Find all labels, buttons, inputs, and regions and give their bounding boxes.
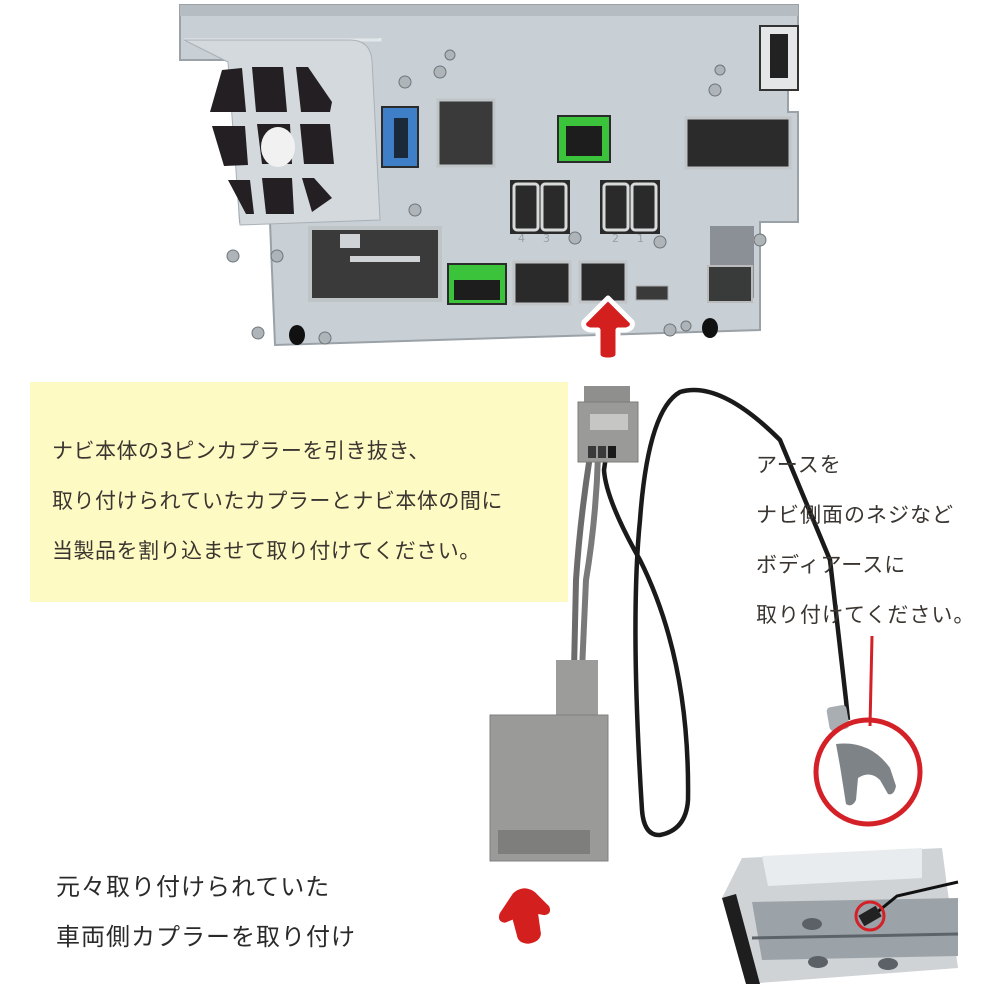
port-number-2: 2 xyxy=(612,232,637,245)
instruction-line-2: 取り付けられていたカプラーとナビ本体の間に xyxy=(52,489,503,513)
instruction-text: ナビ本体の3ピンカプラーを引き抜き、 取り付けられていたカプラーとナビ本体の間に… xyxy=(52,426,503,576)
port-numbers-label: 43 xyxy=(518,232,568,245)
navi-unit-rear-photo xyxy=(170,0,810,350)
port-number-1: 1 xyxy=(637,232,662,245)
ground-line-1: アースを xyxy=(756,453,842,477)
ground-line-3: ボディアースに xyxy=(756,553,907,577)
vehicle-line-2: 車両側カプラーを取り付け xyxy=(56,923,356,951)
instruction-box: ナビ本体の3ピンカプラーを引き抜き、 取り付けられていたカプラーとナビ本体の間に… xyxy=(30,382,568,602)
arrow-up-icon xyxy=(578,294,638,363)
chassis-side-photo xyxy=(722,838,962,988)
port-number-4: 4 xyxy=(518,232,543,245)
instruction-line-3: 当製品を割り込ませて取り付けてください。 xyxy=(52,539,481,563)
arrow-up-icon xyxy=(494,882,554,944)
vehicle-line-1: 元々取り付けられていた xyxy=(56,873,331,901)
vehicle-coupler-instruction: 元々取り付けられていた 車両側カプラーを取り付け xyxy=(56,862,356,962)
instruction-line-1: ナビ本体の3ピンカプラーを引き抜き、 xyxy=(52,439,430,463)
port-numbers-label-right: 21 xyxy=(612,232,662,245)
ground-line-4: 取り付けてください。 xyxy=(756,603,976,627)
ground-line-2: ナビ側面のネジなど xyxy=(756,503,954,527)
ground-instruction: アースを ナビ側面のネジなど ボディアースに 取り付けてください。 xyxy=(756,440,975,640)
port-number-3: 3 xyxy=(543,232,568,245)
